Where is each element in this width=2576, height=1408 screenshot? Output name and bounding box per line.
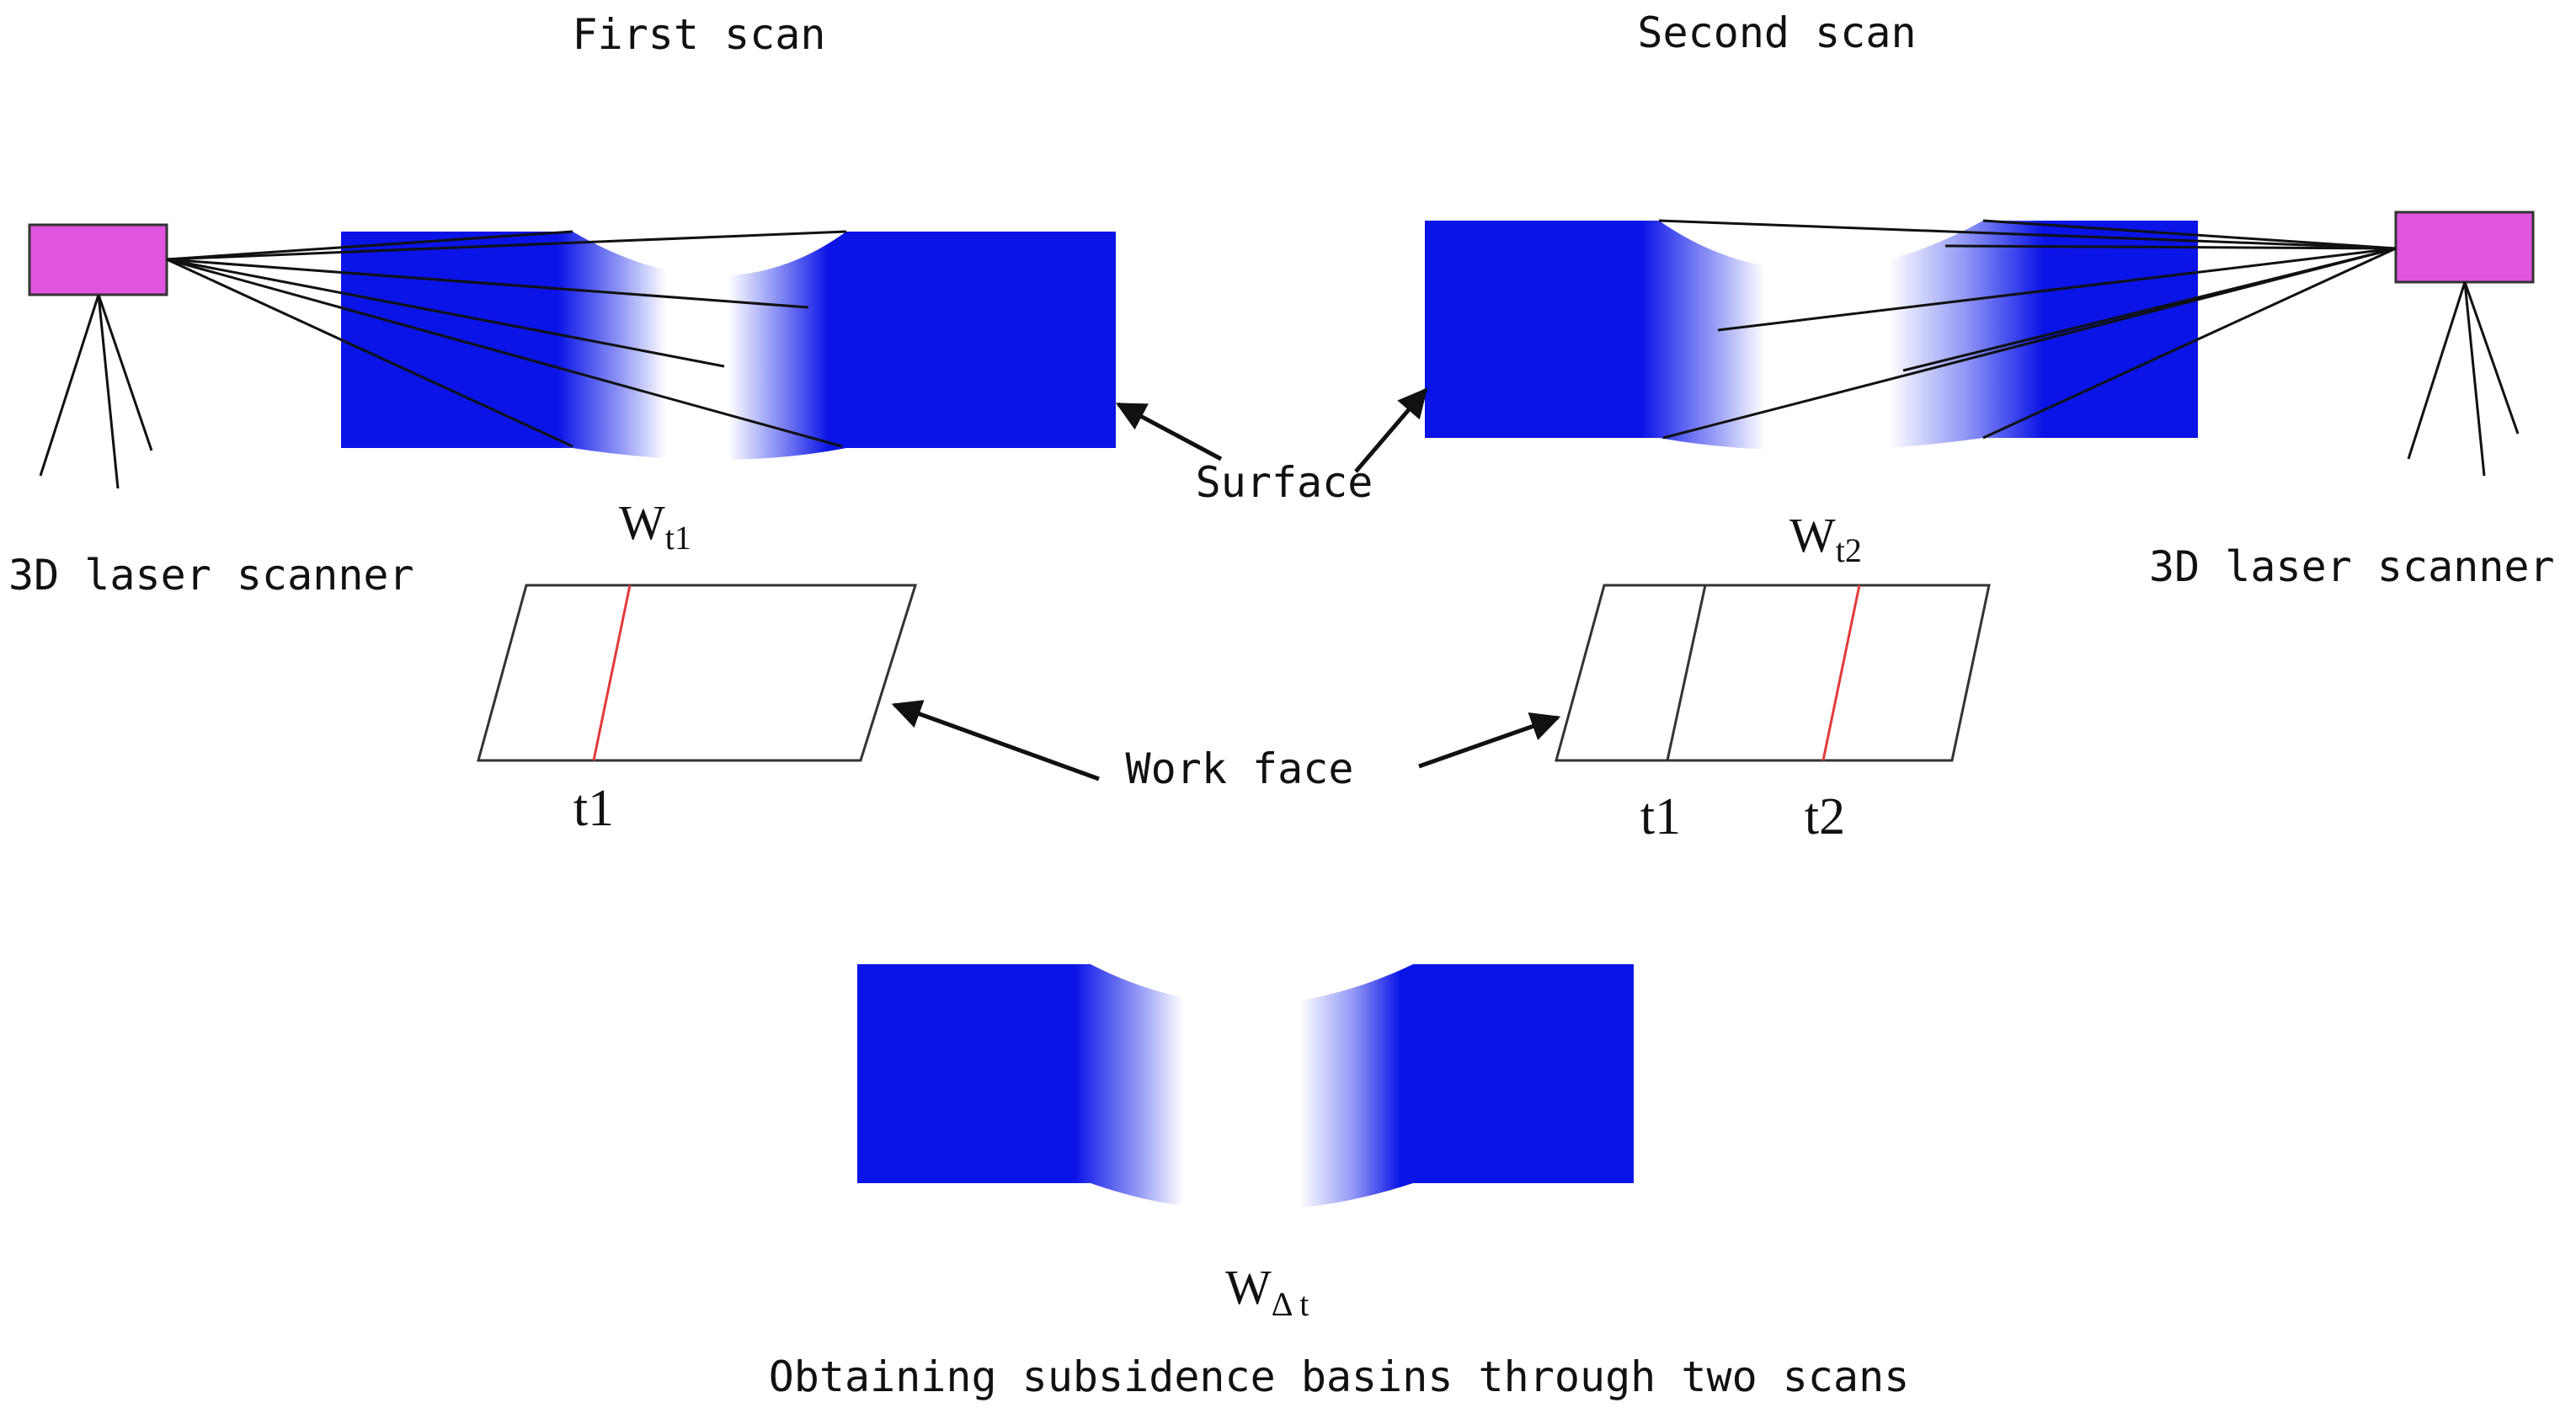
surface-arrow-left (1115, 402, 1223, 461)
work-face-label: Work face (1126, 744, 1354, 793)
diagram-caption: Obtaining subsidence basins through two … (769, 1352, 1910, 1401)
advance-line-t1-first (592, 584, 632, 761)
left-scanner-label: 3D laser scanner (8, 551, 414, 600)
w-delta-t-symbol: WΔ t (1225, 1260, 1309, 1323)
w-t2-symbol: Wt2 (1789, 508, 1862, 569)
t1-label-second: t1 (1640, 788, 1681, 845)
left-scanner-body (28, 223, 168, 296)
right-scanner-tripod (2407, 281, 2520, 477)
work-face-arrow-right (1418, 712, 1561, 769)
surface-block-difference (857, 964, 1634, 1211)
surface-label: Surface (1196, 458, 1373, 507)
work-face-second-scan (1555, 584, 1991, 762)
first-scan-laser-rays (166, 230, 847, 448)
advance-line-t1-second (1666, 584, 1707, 761)
w-t1-symbol: Wt1 (619, 495, 691, 557)
second-scan-title: Second scan (1637, 8, 1916, 57)
first-scan-title: First scan (572, 10, 825, 59)
left-scanner-tripod (39, 294, 153, 489)
advance-line-t2 (1821, 584, 1861, 761)
right-scanner-body (2394, 211, 2535, 284)
work-face-first-scan (477, 584, 918, 762)
t2-label: t2 (1805, 788, 1845, 845)
surface-block-first-scan (341, 232, 1116, 460)
surface-arrow-right (1354, 387, 1428, 473)
right-scanner-label: 3D laser scanner (2149, 542, 2555, 591)
right-laser-scanner (2394, 211, 2535, 477)
surface-block-second-scan (1425, 221, 2198, 451)
second-scan-laser-rays (1658, 219, 2397, 440)
t1-label-first: t1 (573, 780, 614, 837)
work-face-arrow-left (891, 700, 1100, 781)
left-laser-scanner (28, 223, 168, 489)
